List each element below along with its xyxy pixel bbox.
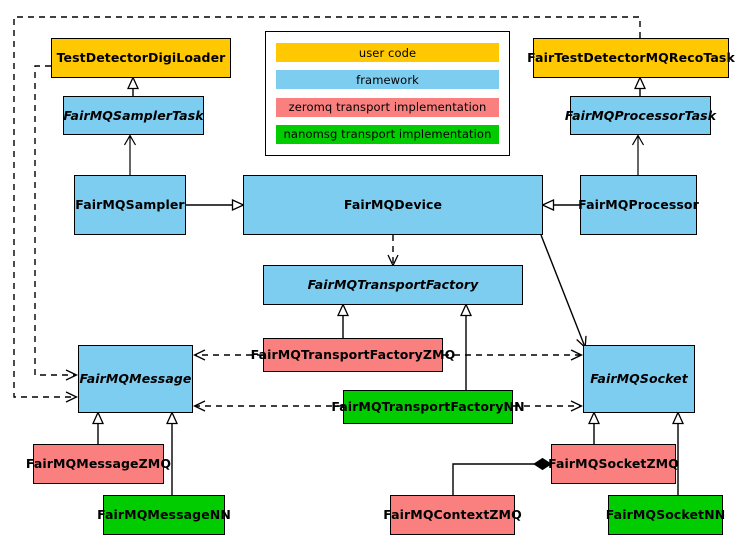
legend-label-user-code: user code — [358, 45, 417, 60]
legend-item-zeromq: zeromq transport implementation — [276, 97, 499, 117]
node-fairtestdetectormqrecotask[interactable]: FairTestDetectorMQRecoTask — [527, 38, 735, 78]
edge-device-to-socket — [540, 234, 585, 347]
node-fairmqsampler[interactable]: FairMQSampler — [74, 175, 186, 235]
node-label: FairMQMessageZMQ — [25, 456, 172, 472]
node-label: FairMQProcessor — [578, 197, 699, 213]
node-fairmqprocessor[interactable]: FairMQProcessor — [578, 175, 699, 235]
node-label: FairTestDetectorMQRecoTask — [527, 50, 735, 66]
legend: user code framework zeromq transport imp… — [265, 31, 510, 156]
node-fairmqprocessortask[interactable]: FairMQProcessorTask — [565, 96, 716, 135]
node-fairmqmessagenn[interactable]: FairMQMessageNN — [97, 495, 231, 535]
legend-item-nanomsg: nanomsg transport implementation — [276, 124, 499, 144]
node-fairmqsocketzmq[interactable]: FairMQSocketZMQ — [548, 444, 679, 484]
node-testdetectordigiloader[interactable]: TestDetectorDigiLoader — [51, 38, 231, 78]
node-fairmqtransportfactory[interactable]: FairMQTransportFactory — [263, 265, 523, 305]
node-fairmqmessage[interactable]: FairMQMessage — [78, 345, 193, 413]
node-label: FairMQSocketZMQ — [548, 456, 679, 472]
node-label: FairMQProcessorTask — [564, 107, 717, 123]
node-fairmqdevice[interactable]: FairMQDevice — [243, 175, 543, 235]
node-fairmqtransportfactorynn[interactable]: FairMQTransportFactoryNN — [331, 390, 525, 424]
legend-item-framework: framework — [276, 70, 499, 90]
legend-label-nanomsg: nanomsg transport implementation — [283, 127, 492, 142]
node-label: FairMQTransportFactory — [307, 277, 479, 293]
node-label: FairMQTransportFactoryNN — [331, 399, 525, 415]
legend-label-zeromq: zeromq transport implementation — [288, 100, 487, 115]
node-fairmqtransportfactoryzmq[interactable]: FairMQTransportFactoryZMQ — [251, 338, 455, 372]
edge-contextzmq-to-socketzmq — [452, 457, 552, 495]
node-label: TestDetectorDigiLoader — [56, 50, 226, 66]
node-label: FairMQContextZMQ — [383, 507, 522, 523]
node-fairmqsocketnn[interactable]: FairMQSocketNN — [605, 495, 726, 535]
node-fairmqmessagezmq[interactable]: FairMQMessageZMQ — [26, 444, 171, 484]
node-label: FairMQDevice — [343, 197, 443, 213]
node-label: FairMQMessageNN — [97, 507, 231, 523]
node-fairmqsocket[interactable]: FairMQSocket — [583, 345, 695, 413]
node-label: FairMQSamplerTask — [63, 107, 204, 123]
node-fairmqsamplertask[interactable]: FairMQSamplerTask — [63, 96, 204, 135]
node-label: FairMQMessage — [79, 371, 192, 387]
legend-label-framework: framework — [356, 72, 419, 87]
node-label: FairMQTransportFactoryZMQ — [250, 347, 456, 363]
node-label: FairMQSampler — [75, 197, 185, 213]
node-label: FairMQSocket — [590, 371, 688, 387]
node-fairmqcontextzmq[interactable]: FairMQContextZMQ — [383, 495, 522, 535]
node-label: FairMQSocketNN — [605, 507, 726, 523]
legend-item-user-code: user code — [276, 43, 499, 63]
